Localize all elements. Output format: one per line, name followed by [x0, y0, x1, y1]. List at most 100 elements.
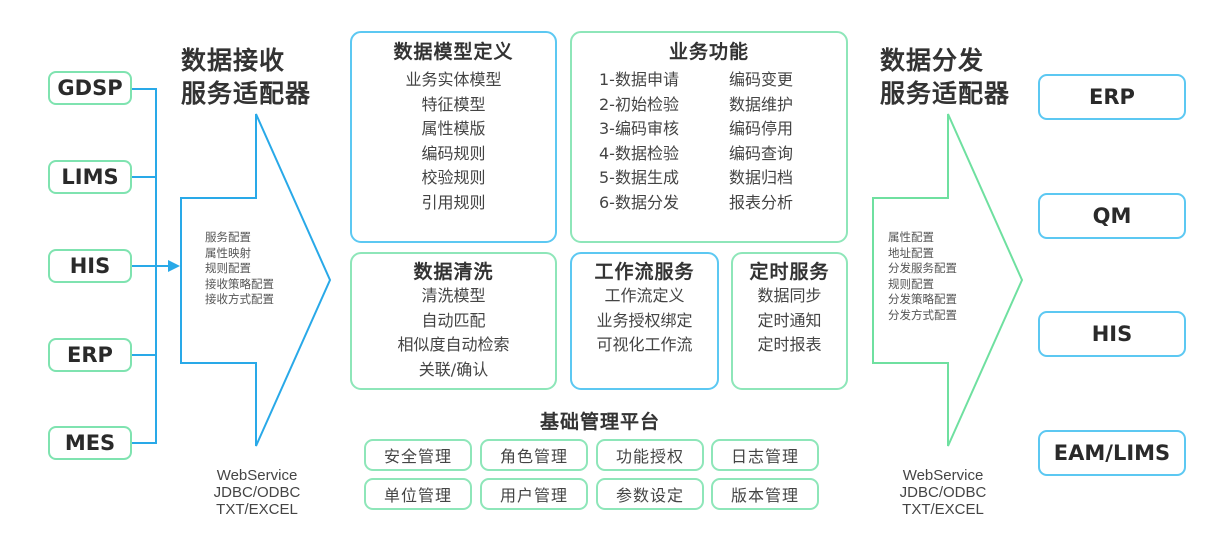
title-line: 数据分发: [880, 46, 985, 75]
config-item: 规则配置: [888, 276, 934, 291]
config-item: 接收策略配置: [205, 276, 274, 291]
panel-item: 编码停用: [729, 119, 794, 138]
panel-item: 业务实体模型: [405, 70, 502, 89]
platform-version-management: 版本管理: [711, 478, 819, 510]
source-label: MES: [64, 431, 116, 455]
title-line: 服务适配器: [880, 79, 1011, 108]
target-label: HIS: [1091, 322, 1133, 346]
receive-adapter-config-list: 服务配置 属性映射 规则配置 接收策略配置 接收方式配置: [205, 230, 274, 308]
receive-adapter-arrow: [180, 113, 332, 447]
target-label: EAM/LIMS: [1053, 441, 1171, 465]
panel-item: 业务授权绑定: [596, 310, 693, 330]
platform-label: 角色管理: [499, 447, 568, 466]
protocol: JDBC/ODBC: [899, 484, 987, 501]
config-item: 规则配置: [205, 261, 251, 275]
receive-protocols: WebService JDBC/ODBC TXT/EXCEL: [187, 467, 327, 518]
panel-item: 6-数据分发: [599, 192, 679, 212]
panel-item: 数据同步: [757, 286, 822, 305]
protocol: TXT/EXCEL: [216, 501, 298, 518]
workflow-service-panel: 工作流服务 工作流定义 业务授权绑定 可视化工作流: [570, 252, 719, 390]
panel-title: 工作流服务: [594, 261, 695, 283]
panel-item: 相似度自动检索: [397, 335, 510, 354]
distribute-adapter-title: 数据分发 服务适配器: [880, 44, 1010, 110]
panel-item: 4-数据检验: [599, 143, 679, 163]
platform-label: 安全管理: [383, 447, 452, 466]
source-gdsp: GDSP: [48, 71, 132, 105]
panel-item: 引用规则: [421, 192, 486, 212]
panel-item: 数据归档: [729, 168, 794, 187]
platform-label: 版本管理: [730, 486, 799, 505]
panel-item: 清洗模型: [421, 286, 486, 305]
source-label: LIMS: [61, 165, 119, 189]
config-item: 分发策略配置: [888, 292, 957, 306]
panel-item: 编码规则: [421, 143, 486, 163]
platform-user-management: 用户管理: [480, 478, 588, 510]
platform-label: 参数设定: [615, 486, 684, 505]
platform-title: 基础管理平台: [539, 411, 660, 433]
target-label: ERP: [1089, 85, 1135, 109]
platform-parameter-settings: 参数设定: [596, 478, 704, 510]
platform-unit-management: 单位管理: [364, 478, 472, 510]
config-item: 属性配置: [888, 230, 934, 244]
config-item: 地址配置: [888, 245, 934, 260]
panel-item: 2-初始检验: [599, 94, 679, 114]
source-label: HIS: [69, 254, 111, 278]
panel-title: 定时服务: [749, 261, 830, 283]
source-label: GDSP: [57, 76, 123, 100]
platform-label: 单位管理: [383, 486, 452, 505]
platform-label: 功能授权: [615, 447, 684, 466]
panel-item: 1-数据申请: [599, 70, 679, 89]
connector-arrowhead-icon: [168, 260, 180, 272]
platform-label: 日志管理: [730, 447, 799, 466]
protocol: WebService: [216, 467, 298, 484]
config-item: 接收方式配置: [205, 292, 274, 306]
config-item: 属性映射: [205, 245, 251, 260]
source-erp: ERP: [48, 338, 132, 372]
title-line: 服务适配器: [181, 79, 312, 108]
panel-item: 定时报表: [757, 335, 822, 354]
panel-item: 校验规则: [421, 168, 486, 187]
data-cleansing-panel: 数据清洗 清洗模型 自动匹配 相似度自动检索 关联/确认: [350, 252, 557, 390]
platform-log-management: 日志管理: [711, 439, 819, 471]
panel-item: 报表分析: [729, 192, 794, 212]
receive-adapter-title: 数据接收 服务适配器: [181, 44, 311, 110]
scheduled-service-panel: 定时服务 数据同步 定时通知 定时报表: [731, 252, 848, 390]
panel-item: 自动匹配: [421, 310, 486, 330]
target-label: QM: [1092, 204, 1132, 228]
distribute-adapter-config-list: 属性配置 地址配置 分发服务配置 规则配置 分发策略配置 分发方式配置: [888, 230, 957, 323]
panel-title: 数据模型定义: [393, 41, 514, 63]
distribute-adapter-arrow: [872, 113, 1024, 447]
config-item: 服务配置: [205, 230, 251, 244]
platform-role-management: 角色管理: [480, 439, 588, 471]
panel-item: 可视化工作流: [596, 335, 693, 354]
panel-item: 5-数据生成: [599, 168, 679, 187]
platform-function-authorization: 功能授权: [596, 439, 704, 471]
platform-label: 用户管理: [499, 486, 568, 505]
panel-item: 属性模版: [421, 119, 486, 138]
panel-item: 特征模型: [421, 94, 486, 114]
panel-item: 编码变更: [729, 70, 794, 89]
panel-item: 3-编码审核: [599, 119, 679, 138]
target-eam-lims: EAM/LIMS: [1038, 430, 1186, 476]
source-label: ERP: [67, 343, 113, 367]
panel-item: 工作流定义: [604, 286, 685, 305]
panel-item: 定时通知: [757, 310, 822, 330]
protocol: TXT/EXCEL: [902, 501, 984, 518]
source-lims: LIMS: [48, 160, 132, 194]
source-his: HIS: [48, 249, 132, 283]
platform-security-management: 安全管理: [364, 439, 472, 471]
protocol: JDBC/ODBC: [213, 484, 301, 501]
business-function-panel: 业务功能 1-数据申请编码变更 2-初始检验数据维护 3-编码审核编码停用 4-…: [570, 31, 848, 243]
panel-item: 关联/确认: [418, 359, 489, 379]
distribute-protocols: WebService JDBC/ODBC TXT/EXCEL: [873, 467, 1013, 518]
panel-title: 业务功能: [668, 41, 749, 63]
config-item: 分发服务配置: [888, 261, 957, 275]
protocol: WebService: [902, 467, 984, 484]
target-qm: QM: [1038, 193, 1186, 239]
title-line: 数据接收: [181, 46, 286, 75]
config-item: 分发方式配置: [888, 307, 957, 322]
target-erp: ERP: [1038, 74, 1186, 120]
data-model-panel: 数据模型定义 业务实体模型 特征模型 属性模版 编码规则 校验规则 引用规则: [350, 31, 557, 243]
source-connectors: [132, 88, 170, 444]
